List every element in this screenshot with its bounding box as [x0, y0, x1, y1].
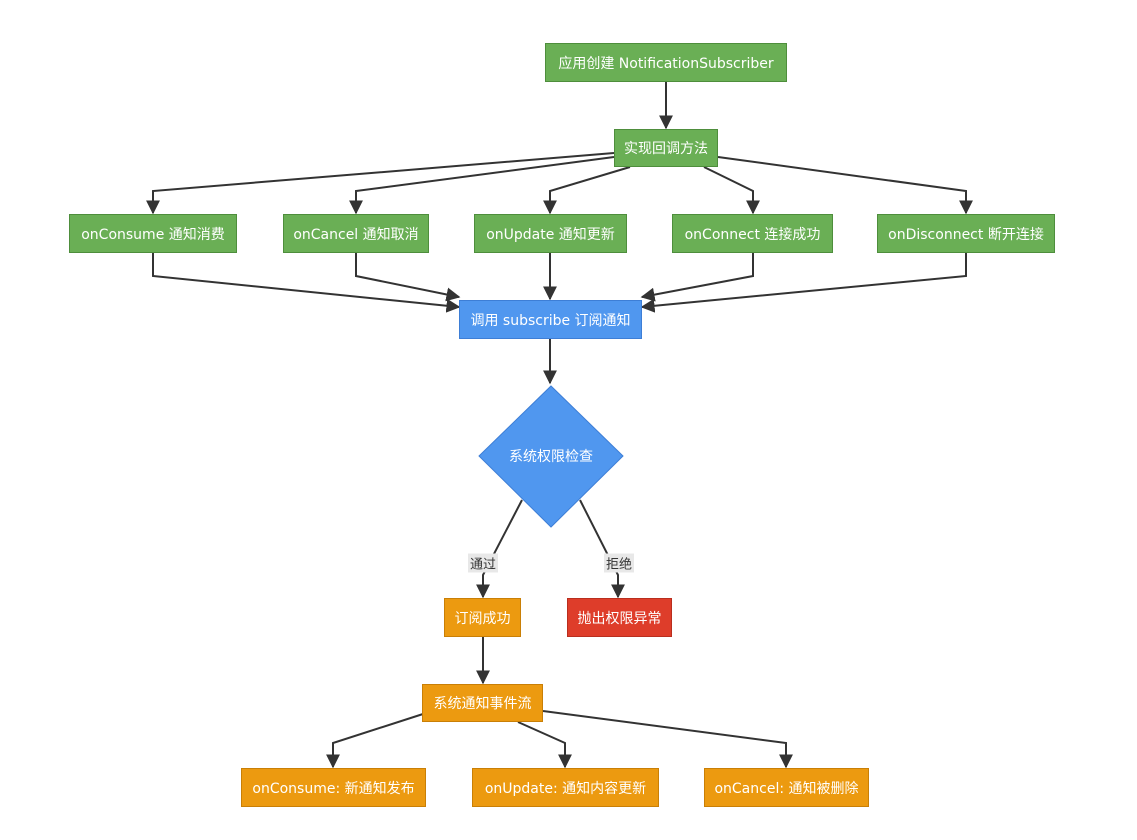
node-event-update: onUpdate: 通知内容更新: [472, 768, 659, 807]
node-throw-permission-error: 抛出权限异常: [567, 598, 672, 637]
edge-implement-oncancel: [349, 156, 615, 215]
node-call-subscribe: 调用 subscribe 订阅通知: [459, 300, 642, 339]
node-event-cancel: onCancel: 通知被删除: [704, 768, 869, 807]
node-create-subscriber: 应用创建 NotificationSubscriber: [545, 43, 787, 82]
edge-ondisconnect-subscribe: [640, 253, 967, 313]
edge-onconsume-subscribe: [152, 253, 461, 313]
node-oncancel-callback: onCancel 通知取消: [283, 214, 429, 253]
edge-check-success: [476, 499, 523, 599]
edge-stream-consume: [326, 713, 424, 769]
edge-onconnect-subscribe: [640, 253, 754, 302]
node-permission-check-label: 系统权限检查: [509, 449, 593, 465]
edge-stream-cancel: [542, 710, 793, 769]
node-event-stream: 系统通知事件流: [422, 684, 543, 722]
node-event-consume: onConsume: 新通知发布: [241, 768, 426, 807]
node-onconnect-callback: onConnect 连接成功: [672, 214, 833, 253]
edge-label-reject: 拒绝: [603, 553, 635, 573]
node-ondisconnect-callback: onDisconnect 断开连接: [877, 214, 1055, 253]
edge-implement-onconsume: [146, 152, 615, 215]
edge-implement-onconnect: [703, 166, 760, 215]
node-onupdate-callback: onUpdate 通知更新: [474, 214, 627, 253]
permission-check-diamond: [478, 385, 624, 528]
node-onconsume-callback: onConsume 通知消费: [69, 214, 237, 253]
edge-implement-ondisconnect: [717, 156, 973, 215]
node-implement-callbacks: 实现回调方法: [614, 129, 718, 167]
edge-implement-onupdate: [543, 166, 631, 215]
edge-oncancel-subscribe: [355, 253, 461, 302]
edge-stream-update: [517, 721, 572, 769]
node-subscribe-success: 订阅成功: [444, 598, 521, 637]
edge-check-reject: [579, 499, 625, 599]
edge-label-pass: 通过: [467, 553, 499, 573]
